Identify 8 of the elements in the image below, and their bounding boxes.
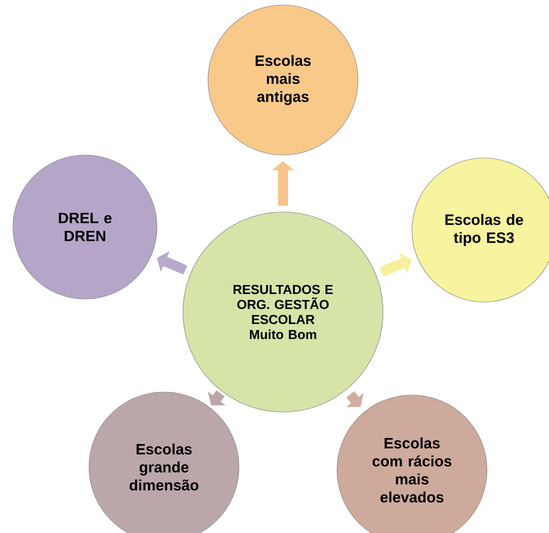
circle-node: Escolas com rácios mais elevados — [336, 394, 488, 533]
block-arrow — [380, 252, 412, 276]
circle-node: DREL e DREN — [12, 154, 158, 300]
circle-node: Escolas mais antigas — [208, 4, 358, 156]
block-arrow — [346, 391, 364, 408]
circle-node: Escolas grande dimensão — [88, 392, 240, 533]
circle-node: Escolas de tipo ES3 — [412, 158, 549, 302]
circle-node: RESULTADOS E ORG. GESTÃO ESCOLAR Muito Bom — [182, 212, 384, 412]
